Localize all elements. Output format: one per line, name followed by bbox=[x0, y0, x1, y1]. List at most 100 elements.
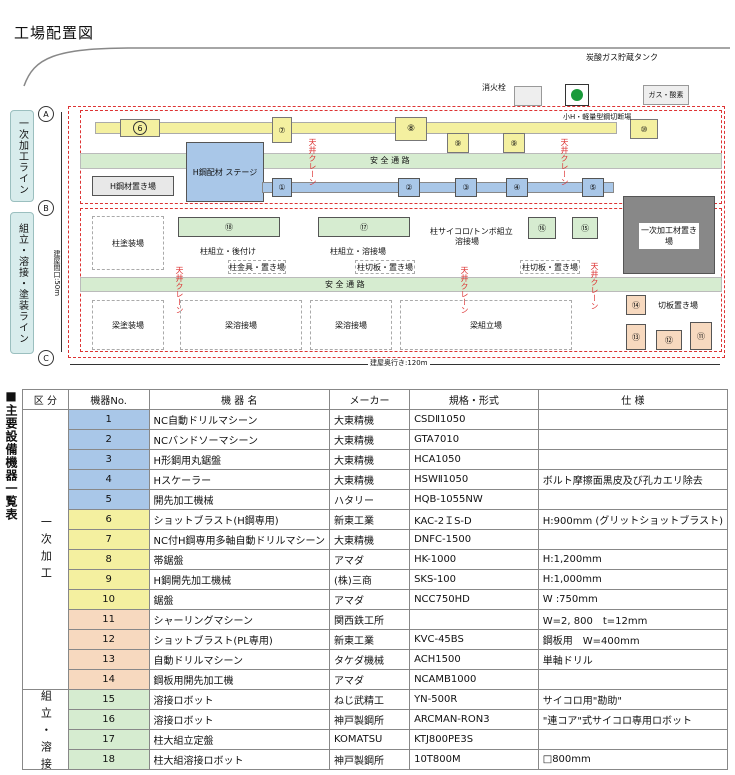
cell-maker: (株)三商 bbox=[329, 569, 411, 590]
cell-no: 13 bbox=[67, 649, 150, 670]
hydrant-label: 消火栓 bbox=[482, 83, 506, 92]
cell-name: NC付H鋼専用多軸自動ドリルマシーン bbox=[148, 529, 331, 550]
table-header-row: 区 分 機器No. 機 器 名 メーカー 規格・形式 仕 様 bbox=[22, 389, 729, 410]
equipment-6-label: 6 bbox=[133, 121, 147, 135]
equipment-6: 6 bbox=[120, 119, 160, 137]
cell-spec: ボルト摩擦面黒皮及び孔カエリ除去 bbox=[537, 469, 729, 490]
cell-no: 8 bbox=[67, 549, 150, 570]
cell-spec bbox=[537, 529, 729, 550]
row-marker-b: B bbox=[38, 200, 54, 216]
crane-label-4: 天井クレーン bbox=[460, 266, 469, 314]
cell-maker: 大東精機 bbox=[329, 449, 411, 470]
cell-model: CSDⅡ1050 bbox=[409, 409, 539, 430]
h-material-storage: H鋼材置き場 bbox=[92, 176, 174, 196]
primary-storage-label: 一次加工材置き場 bbox=[639, 223, 699, 249]
header-spec: 仕 様 bbox=[537, 389, 729, 410]
cell-name: 柱大組立定盤 bbox=[148, 729, 331, 750]
cell-maker: 神戸製鋼所 bbox=[329, 749, 411, 770]
h-stage: H鋼配材 ステージ bbox=[186, 142, 264, 202]
equipment-3: ③ bbox=[455, 178, 477, 197]
building-depth-label: 建屋奥行き:120m bbox=[368, 358, 430, 368]
cell-name: 帯鋸盤 bbox=[148, 549, 331, 570]
cell-no: 5 bbox=[67, 489, 150, 510]
cell-model: DNFC-1500 bbox=[409, 529, 539, 550]
cell-model: HCA1050 bbox=[409, 449, 539, 470]
cell-spec: H:1,000mm bbox=[537, 569, 729, 590]
cell-spec: W=2, 800 t=12mm bbox=[537, 609, 729, 630]
table-title: ■主要設備機器一覧表 bbox=[4, 389, 18, 521]
cell-name: 鋼板用開先加工機 bbox=[148, 669, 331, 690]
cell-spec: 鋼板用 W=400mm bbox=[537, 629, 729, 650]
title-swoosh bbox=[23, 47, 730, 87]
col-assembly-weld-label: 柱組立・溶接場 bbox=[330, 247, 386, 256]
header-model: 規格・形式 bbox=[409, 389, 539, 410]
crane-label-3: 天井クレーン bbox=[175, 266, 184, 314]
cell-spec bbox=[537, 449, 729, 470]
equipment-11: ⑪ bbox=[690, 322, 712, 350]
crane-label-2: 天井クレーン bbox=[560, 138, 569, 186]
cell-name: 鋸盤 bbox=[148, 589, 331, 610]
equipment-9b: ⑨ bbox=[503, 133, 525, 153]
category-primary: 一次加工 bbox=[22, 409, 69, 690]
beam-weld-area: 梁溶接場 bbox=[180, 300, 302, 350]
cell-spec: サイコロ用"勘助" bbox=[537, 689, 729, 710]
cell-name: 開先加工機械 bbox=[148, 489, 331, 510]
cell-spec: H:1,200mm bbox=[537, 549, 729, 570]
lower-conveyor bbox=[262, 182, 614, 193]
equipment-8: ⑧ bbox=[395, 117, 427, 141]
col-paint-area: 柱塗装場 bbox=[92, 216, 164, 270]
cell-no: 9 bbox=[67, 569, 150, 590]
cell-maker: アマダ bbox=[329, 669, 411, 690]
cell-no: 17 bbox=[67, 729, 150, 750]
cell-model bbox=[409, 609, 539, 630]
cell-no: 15 bbox=[67, 689, 150, 710]
safety-path-mid-label: 安 全 通 路 bbox=[325, 280, 365, 289]
cell-maker: 関西鉄工所 bbox=[329, 609, 411, 630]
col-assembly-label: 柱組立・後付け bbox=[200, 247, 256, 256]
cell-model: KVC-45BS bbox=[409, 629, 539, 650]
cell-model: NCAMB1000 bbox=[409, 669, 539, 690]
cell-maker: アマダ bbox=[329, 549, 411, 570]
beam-weld-area-2: 梁溶接場 bbox=[310, 300, 392, 350]
cell-maker: 大東精機 bbox=[329, 529, 411, 550]
width-dimension-line bbox=[61, 112, 62, 352]
cell-model: HSWⅡ1050 bbox=[409, 469, 539, 490]
building-outline bbox=[68, 106, 725, 358]
cell-maker: 大東精機 bbox=[329, 469, 411, 490]
assembly-line-tab: 組立・溶接・塗装ライン bbox=[10, 212, 34, 354]
cell-model: KAC-2ＩS-D bbox=[409, 509, 539, 530]
plate-storage-label: 切板置き場 bbox=[658, 301, 698, 310]
gas-oxygen-box: ガス・酸素 bbox=[643, 85, 689, 105]
cell-model: GTA7010 bbox=[409, 429, 539, 450]
cell-model: ACH1500 bbox=[409, 649, 539, 670]
col-hardware-label: 柱金具・置き場 bbox=[228, 260, 286, 274]
header-no: 機器No. bbox=[67, 389, 150, 410]
cell-spec: "連コア"式サイコロ専用ロボット bbox=[537, 709, 729, 730]
upper-conveyor bbox=[95, 122, 617, 134]
cell-name: NC自動ドリルマシーン bbox=[148, 409, 331, 430]
primary-line-tab: 一次加工ライン bbox=[10, 110, 34, 202]
cell-no: 4 bbox=[67, 469, 150, 490]
cell-no: 11 bbox=[67, 609, 150, 630]
col-cut2-label: 柱切板・置き場 bbox=[520, 260, 580, 274]
header-name: 機 器 名 bbox=[148, 389, 331, 410]
cell-name: NCバンドソーマシーン bbox=[148, 429, 331, 450]
cell-model: NCC750HD bbox=[409, 589, 539, 610]
header-category: 区 分 bbox=[22, 389, 69, 410]
cell-name: ショットブラスト(H鋼専用) bbox=[148, 509, 331, 530]
co2-tank-box bbox=[565, 84, 589, 106]
cell-maker: 大東精機 bbox=[329, 429, 411, 450]
